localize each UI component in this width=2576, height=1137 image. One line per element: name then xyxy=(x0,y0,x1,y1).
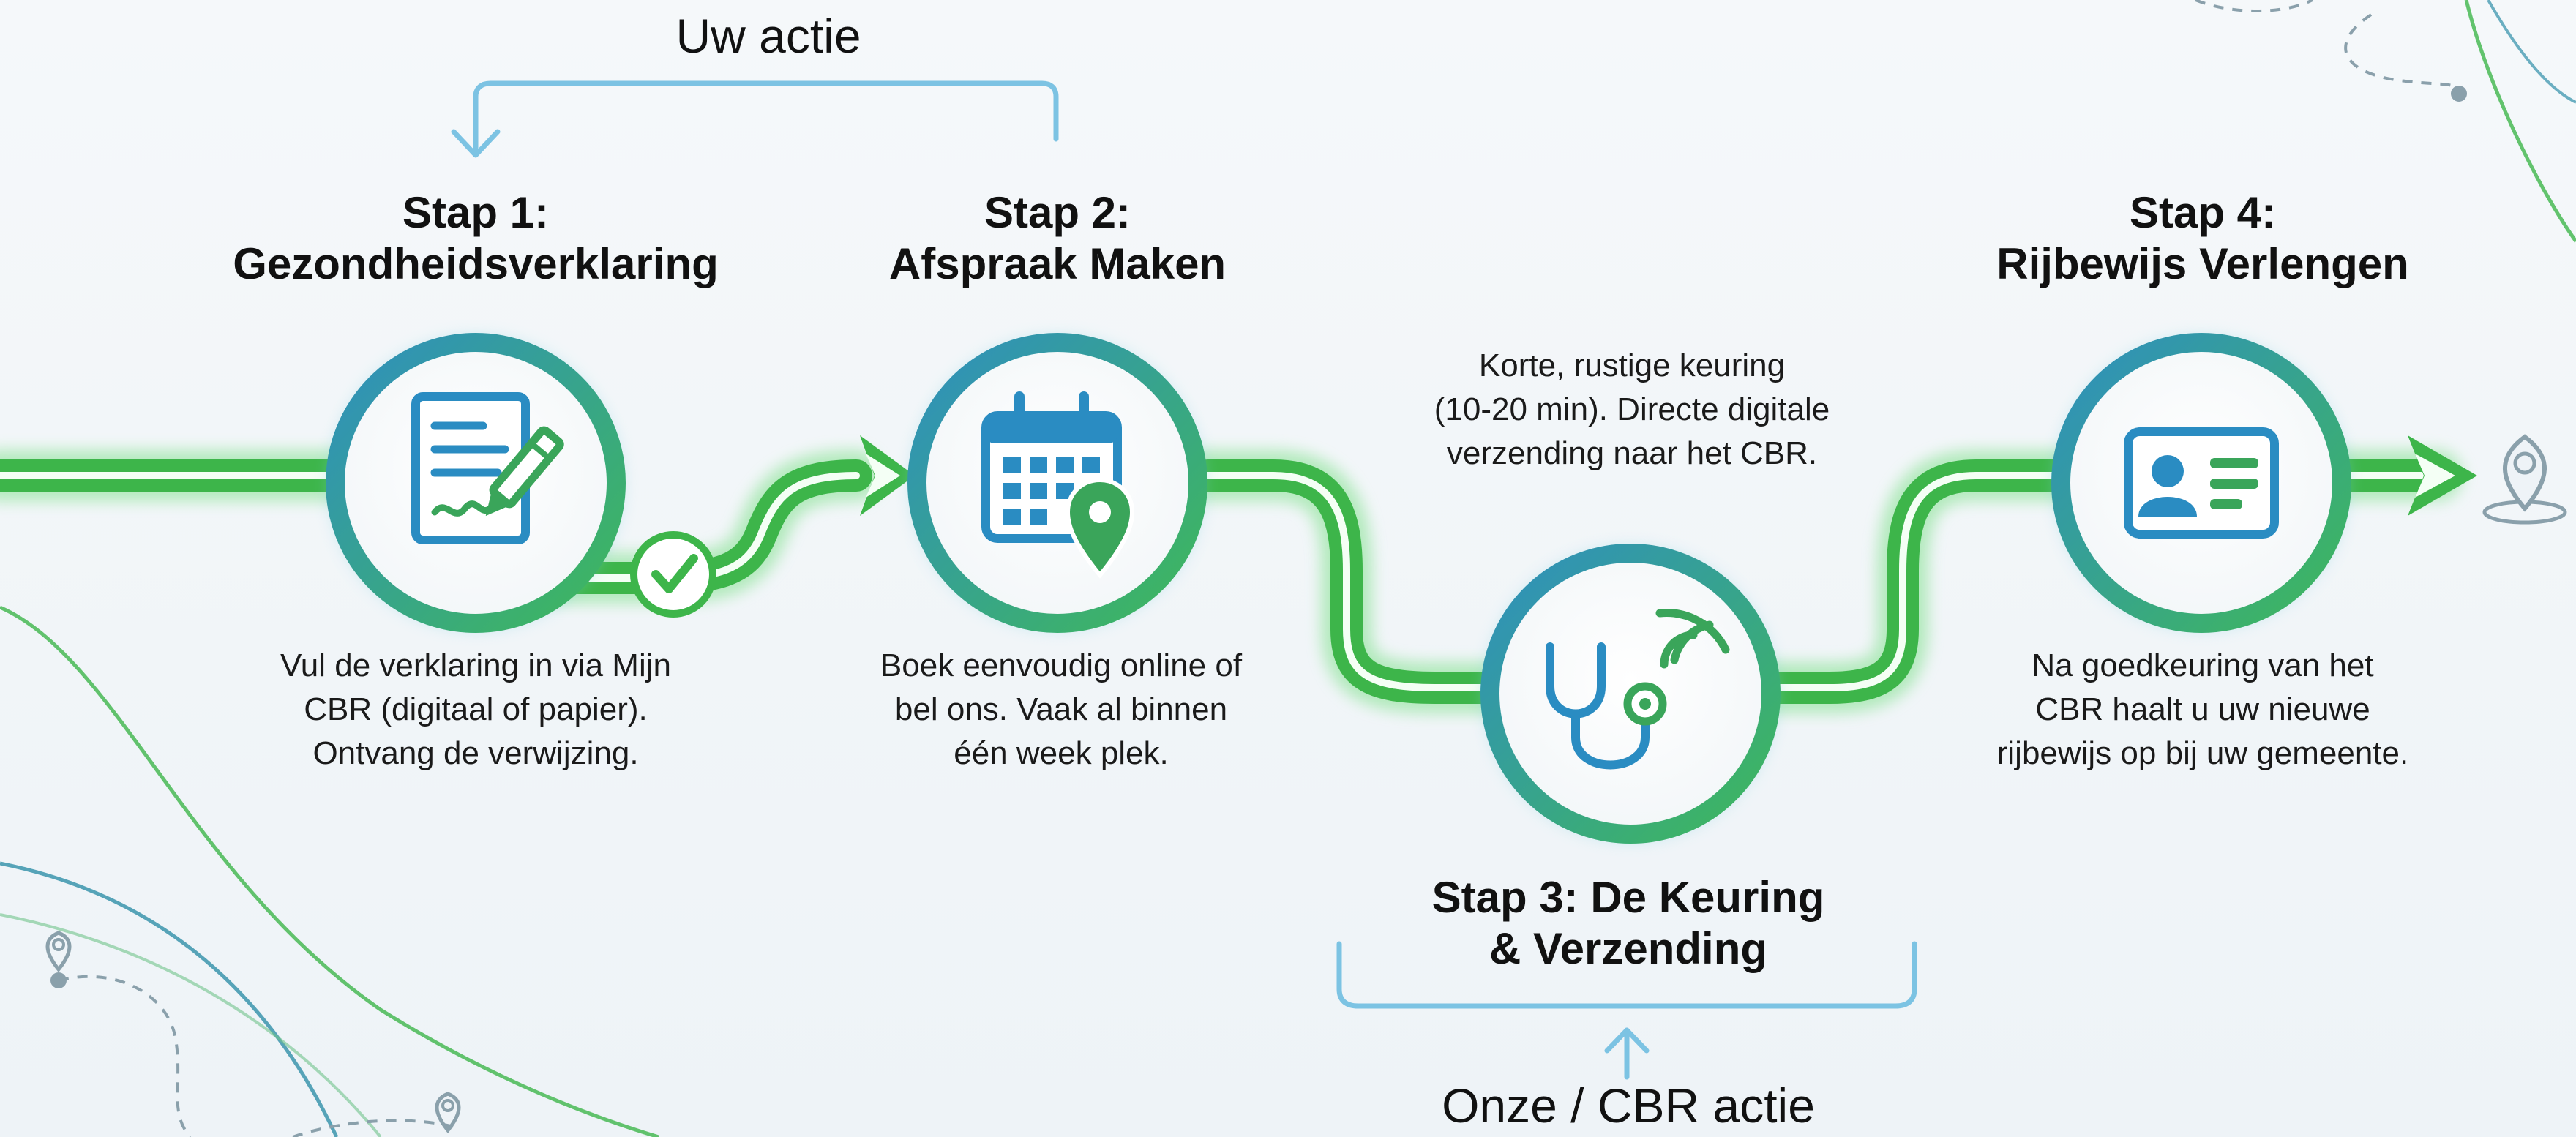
step-4-title: Stap 4: Rijbewijs Verlengen xyxy=(1996,188,2409,288)
step-1-circle xyxy=(326,333,626,633)
our-action-bracket xyxy=(1336,941,1917,1080)
step-4-circle xyxy=(2051,333,2351,633)
id-card-icon xyxy=(2124,427,2279,539)
step-2-title: Stap 2: Afspraak Maken xyxy=(888,188,1227,288)
calendar-pin-icon xyxy=(981,391,1135,579)
step-3-title: Stap 3: De Keuring & Verzending xyxy=(1431,873,1825,973)
stethoscope-wifi-icon xyxy=(1546,609,1730,770)
destination-pin-icon xyxy=(2482,434,2567,525)
step-3-circle xyxy=(1480,544,1781,844)
path-arrow-icon xyxy=(2408,435,2477,516)
user-action-label: Uw actie xyxy=(675,9,861,63)
map-pin-icon xyxy=(45,931,72,973)
user-action-bracket xyxy=(451,80,1059,158)
step-2-circle xyxy=(907,333,1208,633)
map-pin-icon xyxy=(435,1092,461,1134)
document-pen-icon xyxy=(411,392,564,544)
step-3-description: Korte, rustige keuring (10-20 min). Dire… xyxy=(1434,348,1830,471)
step-1-title: Stap 1: Gezondheidsverklaring xyxy=(233,188,719,288)
our-action-label: Onze / CBR actie xyxy=(1442,1078,1815,1133)
route-dot xyxy=(50,972,67,988)
step-2-description: Boek eenvoudig online of bel ons. Vaak a… xyxy=(880,648,1243,771)
step-4-description: Na goedkeuring van het CBR haalt u uw ni… xyxy=(1996,648,2409,771)
route-dot xyxy=(2451,86,2467,102)
process-path xyxy=(0,450,2463,713)
step-1-description: Vul de verklaring in via Mijn CBR (digit… xyxy=(280,648,671,771)
path-arrow-icon xyxy=(860,435,915,516)
check-badge-icon xyxy=(630,531,716,618)
